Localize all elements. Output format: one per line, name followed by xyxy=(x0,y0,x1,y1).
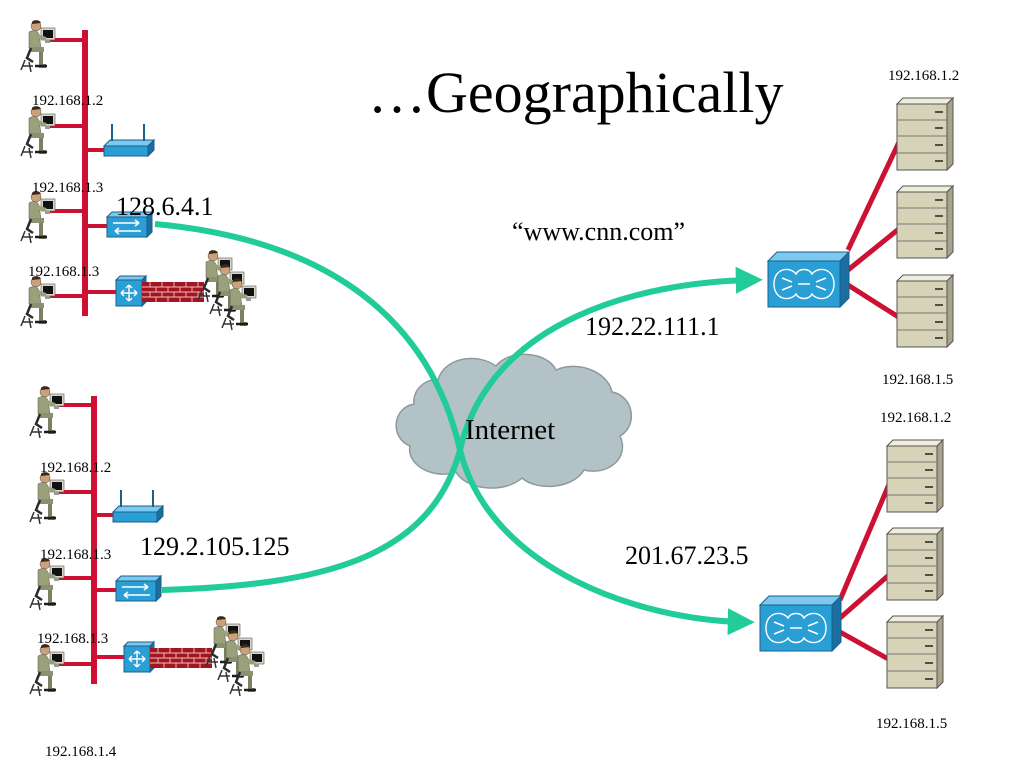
server-ip-label: 192.168.1.5 xyxy=(882,372,954,388)
person-at-computer-icon xyxy=(28,556,66,612)
server-icon xyxy=(896,274,954,348)
gateway-ip-label: 192.22.111.1 xyxy=(585,312,720,341)
top-right-network xyxy=(767,97,954,348)
gateway-ip-label: 129.2.105.125 xyxy=(140,532,290,561)
host-ip-label: 192.168.1.3 xyxy=(32,180,104,196)
internet-cloud-label: Internet xyxy=(465,414,556,446)
host-ip-label: 192.168.1.3 xyxy=(40,547,112,563)
host-ip-label: 192.168.1.3 xyxy=(28,264,100,280)
person-at-computer-icon xyxy=(28,470,66,526)
wireless-access-point-icon xyxy=(103,123,155,157)
person-at-computer-icon xyxy=(28,642,66,698)
internet-cloud-icon xyxy=(395,353,633,489)
edge-router-icon xyxy=(767,251,850,308)
switch-icon xyxy=(115,575,162,602)
slide-title: …Geographically xyxy=(368,60,784,125)
server-ip-label: 192.168.1.2 xyxy=(880,410,952,426)
host-ip-label: 192.168.1.3 xyxy=(37,631,109,647)
person-at-computer-icon xyxy=(19,189,57,245)
person-at-computer-icon xyxy=(19,274,57,330)
bottom-left-network xyxy=(28,384,266,698)
server-icon xyxy=(896,185,954,259)
top-left-network xyxy=(19,18,258,332)
server-ip-label: 192.168.1.2 xyxy=(888,68,960,84)
server-icon xyxy=(886,439,944,513)
server-icon xyxy=(886,615,944,689)
wireless-access-point-icon xyxy=(112,489,164,523)
gateway-ip-label: 128.6.4.1 xyxy=(116,192,214,221)
server-icon xyxy=(896,97,954,171)
domain-name-label: “www.cnn.com” xyxy=(512,217,686,246)
server-icon xyxy=(886,527,944,601)
server-ip-label: 192.168.1.5 xyxy=(876,716,948,732)
router-icon xyxy=(123,641,155,673)
path-bottom-left-to-top-right xyxy=(161,266,763,593)
firewall-icon xyxy=(141,281,205,303)
host-ip-label: 192.168.1.2 xyxy=(32,93,104,109)
router-icon xyxy=(115,275,147,307)
edge-router-icon xyxy=(759,595,842,652)
firewall-icon xyxy=(149,647,213,669)
person-at-computer-icon xyxy=(19,104,57,160)
host-ip-label: 192.168.1.2 xyxy=(40,460,112,476)
person-at-computer-icon xyxy=(28,384,66,440)
person-at-computer-icon xyxy=(19,18,57,74)
host-ip-label: 192.168.1.4 xyxy=(45,744,117,760)
bottom-right-network xyxy=(759,439,944,689)
gateway-ip-label: 201.67.23.5 xyxy=(625,541,749,570)
